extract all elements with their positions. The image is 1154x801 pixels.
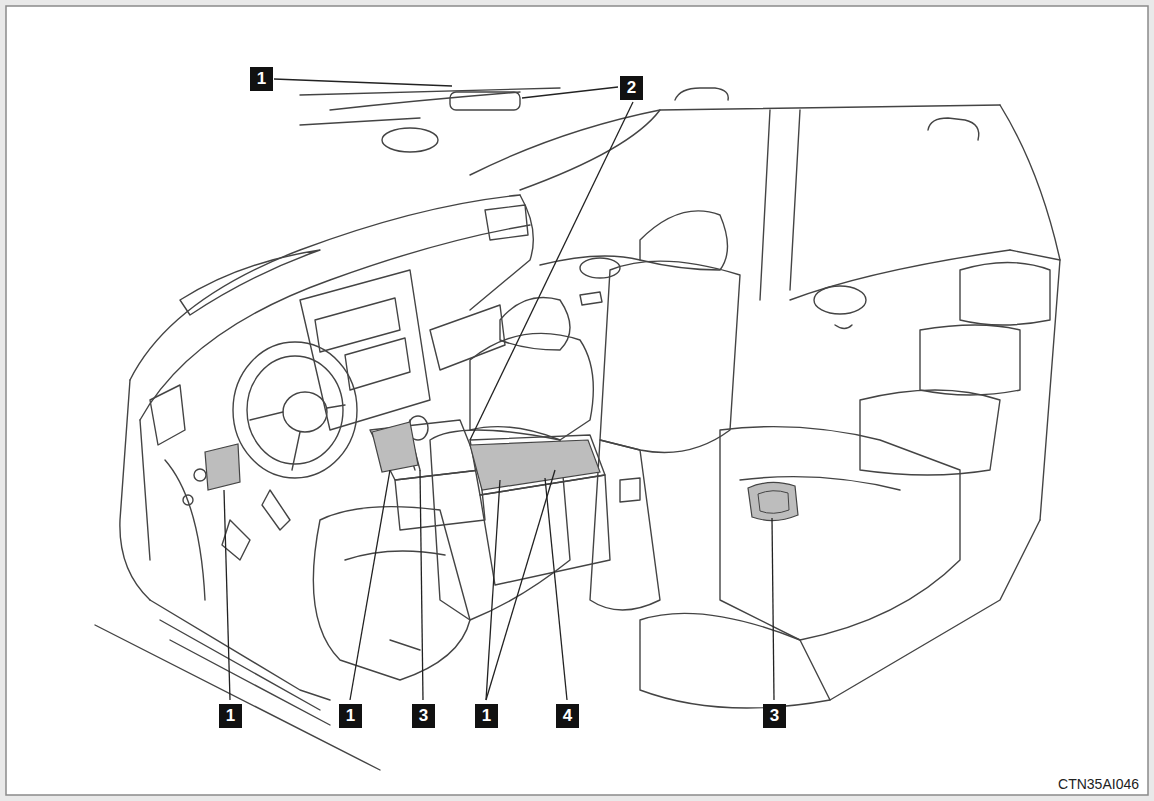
callout-number: 3 bbox=[763, 704, 786, 728]
callout-number: 4 bbox=[556, 704, 579, 728]
callout-number: 1 bbox=[219, 704, 242, 728]
callout-number: 3 bbox=[412, 704, 435, 728]
callout-number: 1 bbox=[475, 704, 498, 728]
callout-number: 1 bbox=[250, 67, 273, 91]
figure-code: CTN35AI046 bbox=[1057, 776, 1140, 792]
callout-number: 2 bbox=[620, 76, 643, 100]
callout-number: 1 bbox=[339, 704, 362, 728]
